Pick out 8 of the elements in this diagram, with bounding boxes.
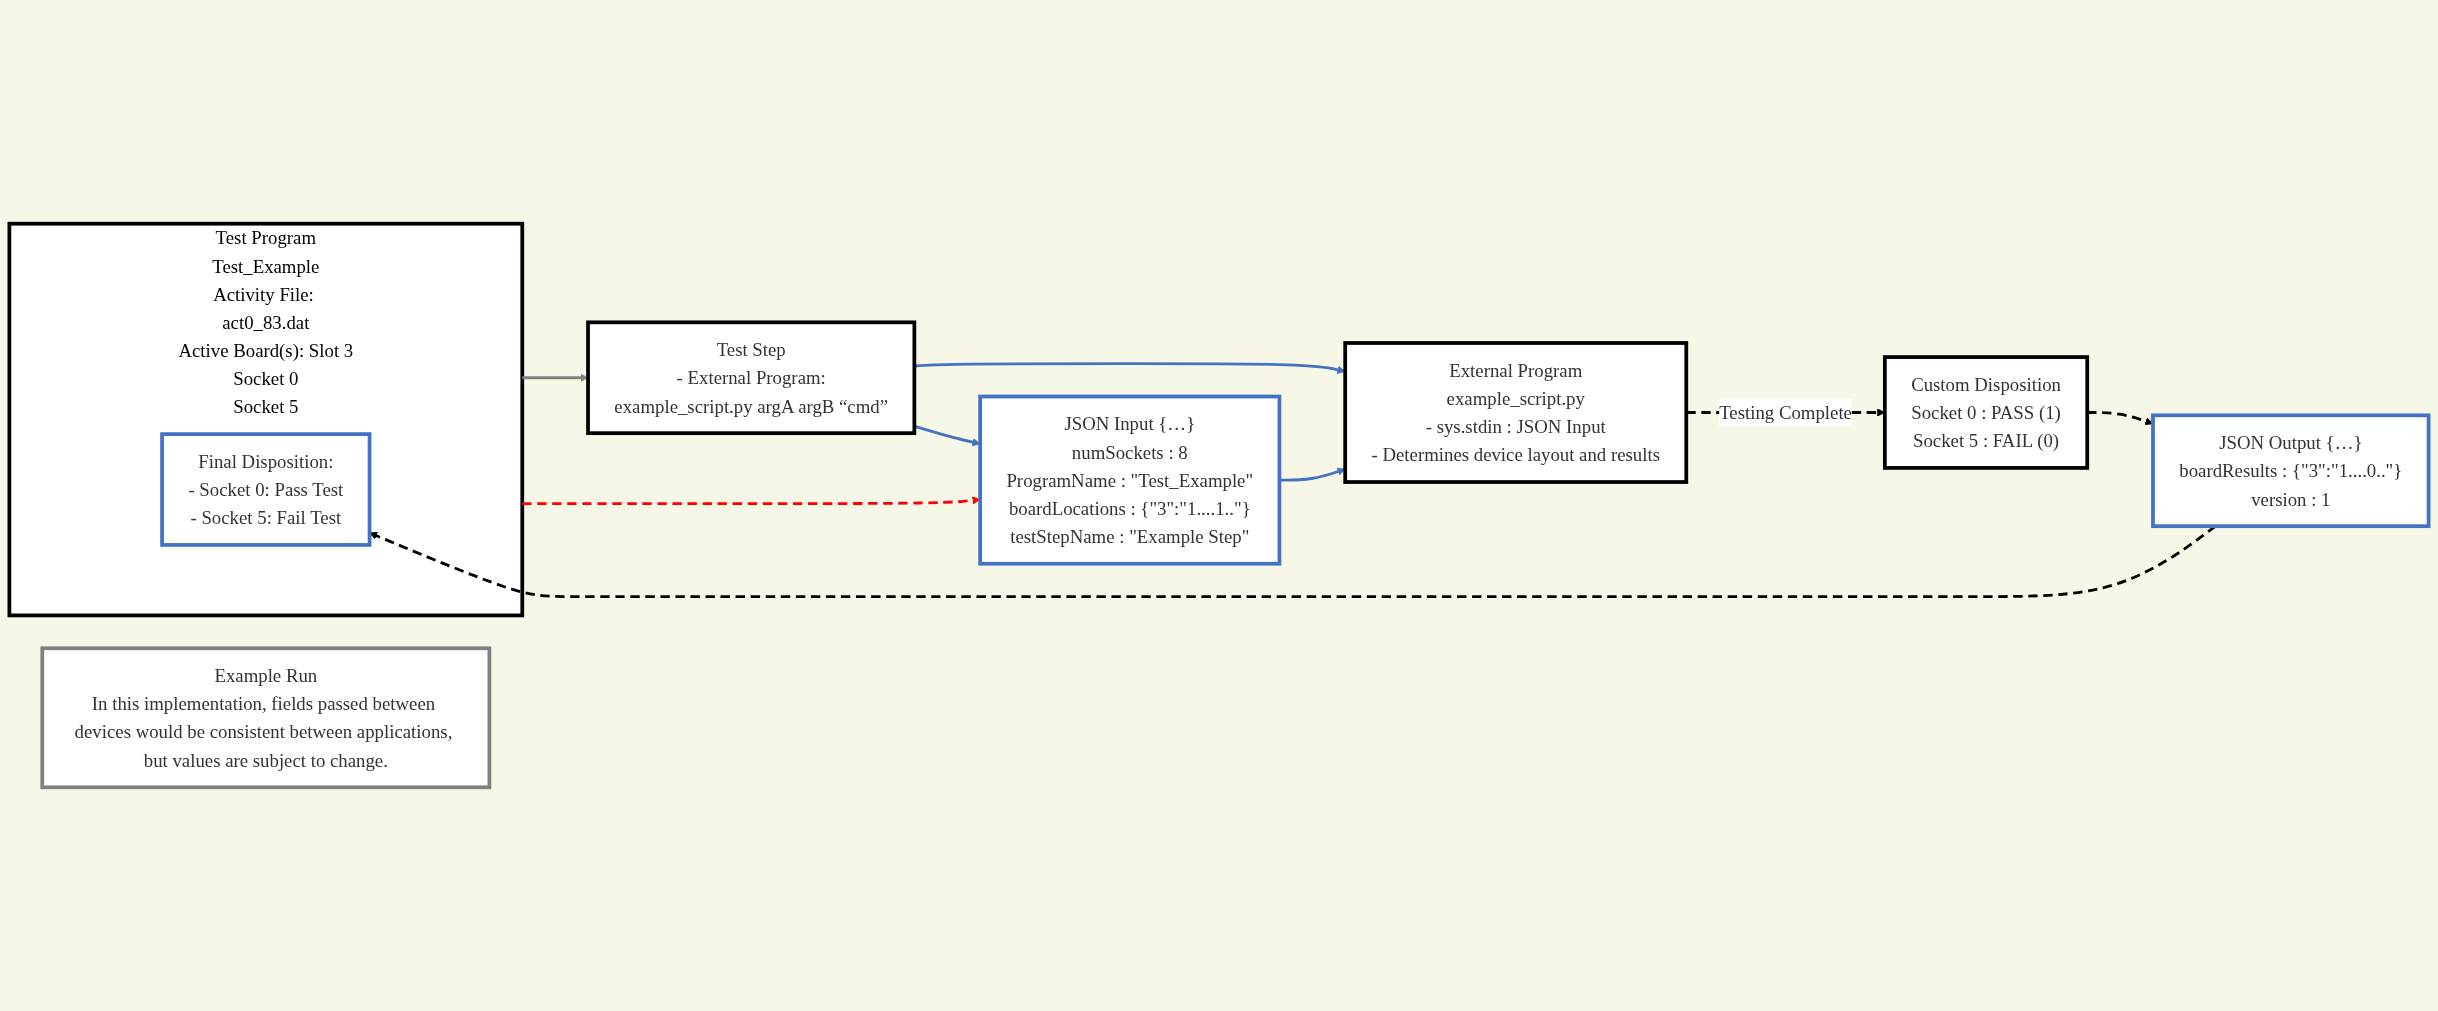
node-box: Custom Disposition Socket 0 : PASS (1) Socket 5 : FAIL (0)	[1882, 355, 2090, 470]
node-box: Test Step - External Program: example_script.py argA argB “cmd”	[586, 320, 917, 436]
node-box: JSON Output {…} boardResults : {"3":"1....0.."} version : 1	[2151, 413, 2431, 529]
node-box: JSON Input {…} numSockets : 8 ProgramName : "Test_Example" boardLocations : {"3":"1....1.."} testStepName : "Example Step"	[978, 394, 1282, 566]
node-box: External Program example_script.py - sys.stdin : JSON Input - Determines device layout and results	[1343, 341, 1689, 484]
node-box: Final Disposition: - Socket 0: Pass Test - Socket 5: Fail Test	[160, 432, 372, 547]
edge-label: Testing Complete	[1719, 402, 1852, 423]
node-box: Example Run In this implementation, fields passed between devices would be consistent between applications, but values are subject to change.	[40, 646, 492, 790]
